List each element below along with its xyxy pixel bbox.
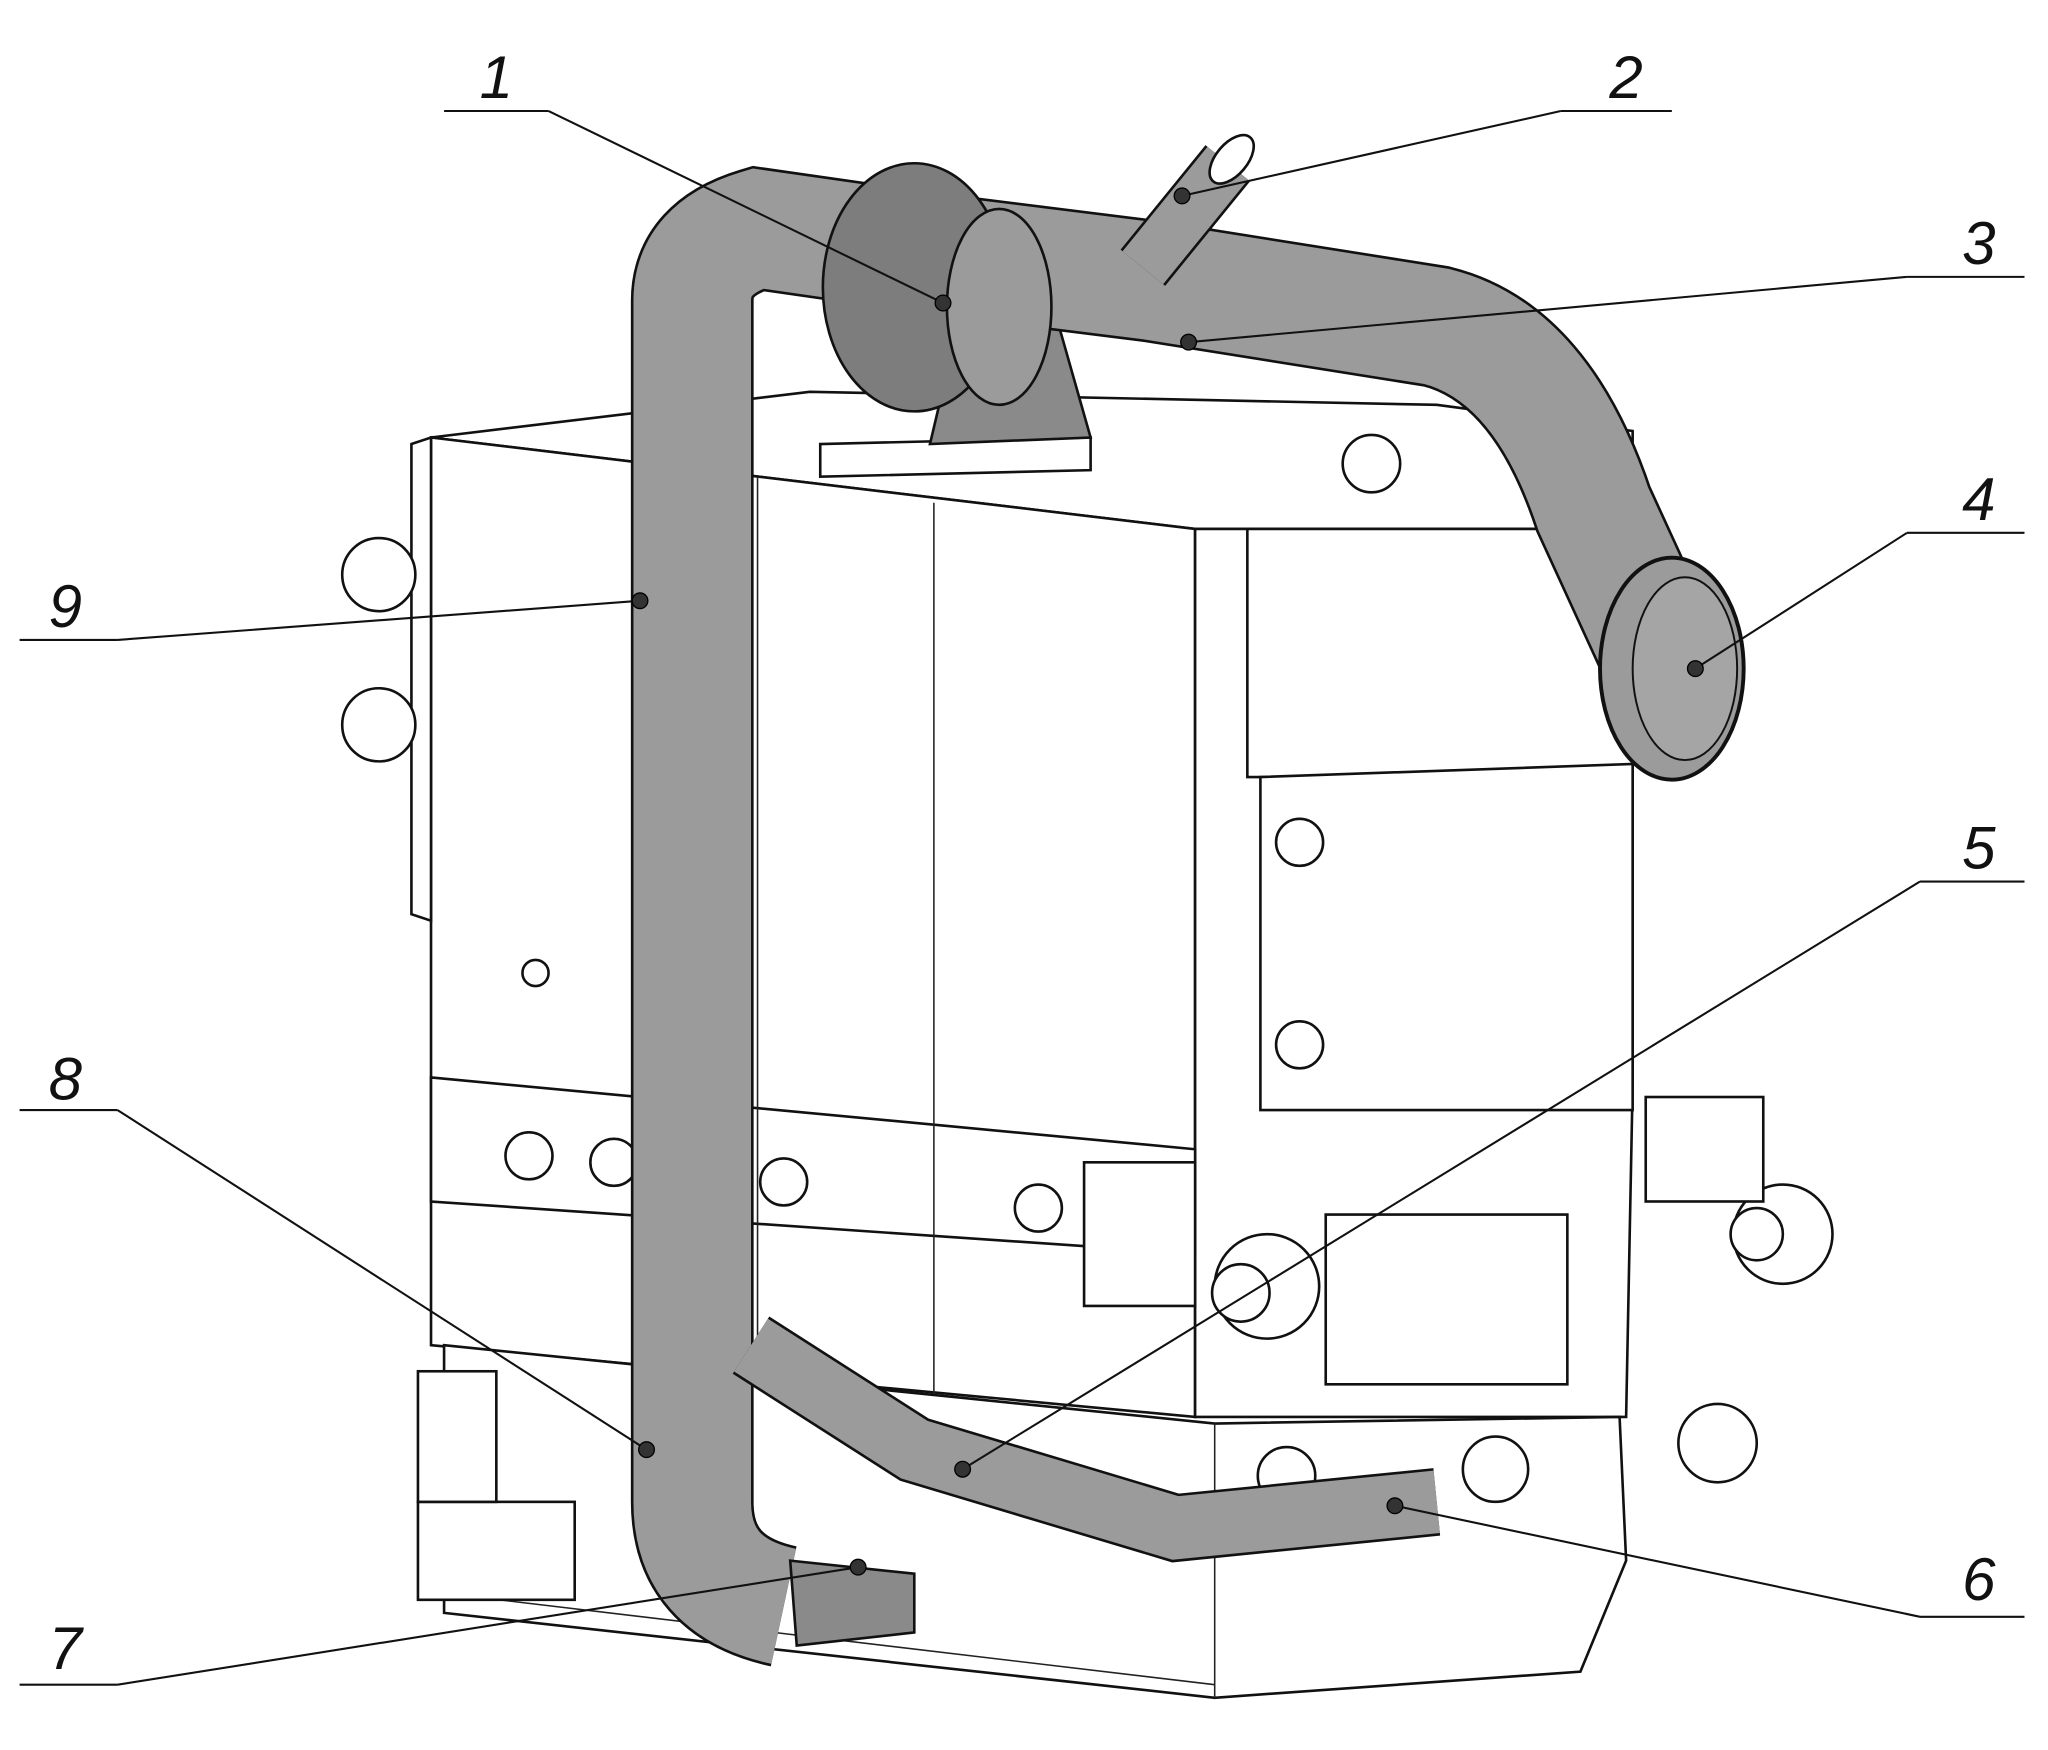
- callout-9: 9: [19, 573, 649, 641]
- callouts: 1 2 3 4 5 6 7 8 9: [19, 44, 2025, 1686]
- callout-2: 2: [1173, 44, 1672, 205]
- callout-number: 9: [49, 573, 82, 640]
- callout-6: 6: [1386, 1497, 2025, 1618]
- callout-point-marker: [1386, 1497, 1404, 1515]
- callout-number: 8: [49, 1046, 83, 1113]
- callout-3: 3: [1180, 210, 2025, 351]
- callout-number: 7: [49, 1615, 85, 1682]
- leader-line: [117, 599, 641, 641]
- flue-pipe-system: [630, 133, 1746, 1667]
- callout-5: 5: [954, 814, 2025, 1478]
- leader-line: [962, 880, 1921, 1471]
- leader-line: [1188, 275, 1908, 344]
- leader-line: [1181, 109, 1562, 197]
- callout-8: 8: [19, 1046, 656, 1459]
- callout-number: 2: [1608, 44, 1642, 111]
- callout-number: 4: [1962, 466, 1995, 533]
- boiler-body: [340, 298, 1834, 1700]
- callout-number: 6: [1962, 1546, 1996, 1613]
- callout-point-marker: [934, 294, 952, 312]
- leader-line: [1694, 531, 1908, 670]
- leader-line: [117, 1566, 859, 1686]
- callout-7: 7: [19, 1558, 867, 1686]
- callout-point-marker: [1173, 187, 1191, 205]
- callout-4: 4: [1686, 466, 2025, 678]
- callout-point-marker: [1180, 333, 1198, 351]
- callout-number: 3: [1962, 210, 1995, 277]
- callout-point-marker: [1686, 660, 1704, 678]
- callout-point-marker: [638, 1441, 656, 1459]
- leader-line: [548, 110, 944, 304]
- callout-point-marker: [849, 1558, 867, 1576]
- callout-number: 1: [480, 44, 513, 111]
- callout-point-marker: [954, 1460, 972, 1478]
- callout-1: 1: [444, 44, 952, 312]
- leader-line: [1394, 1504, 1921, 1618]
- leader-line: [116, 1109, 648, 1451]
- callout-number: 5: [1962, 814, 1996, 881]
- callout-point-marker: [631, 592, 649, 610]
